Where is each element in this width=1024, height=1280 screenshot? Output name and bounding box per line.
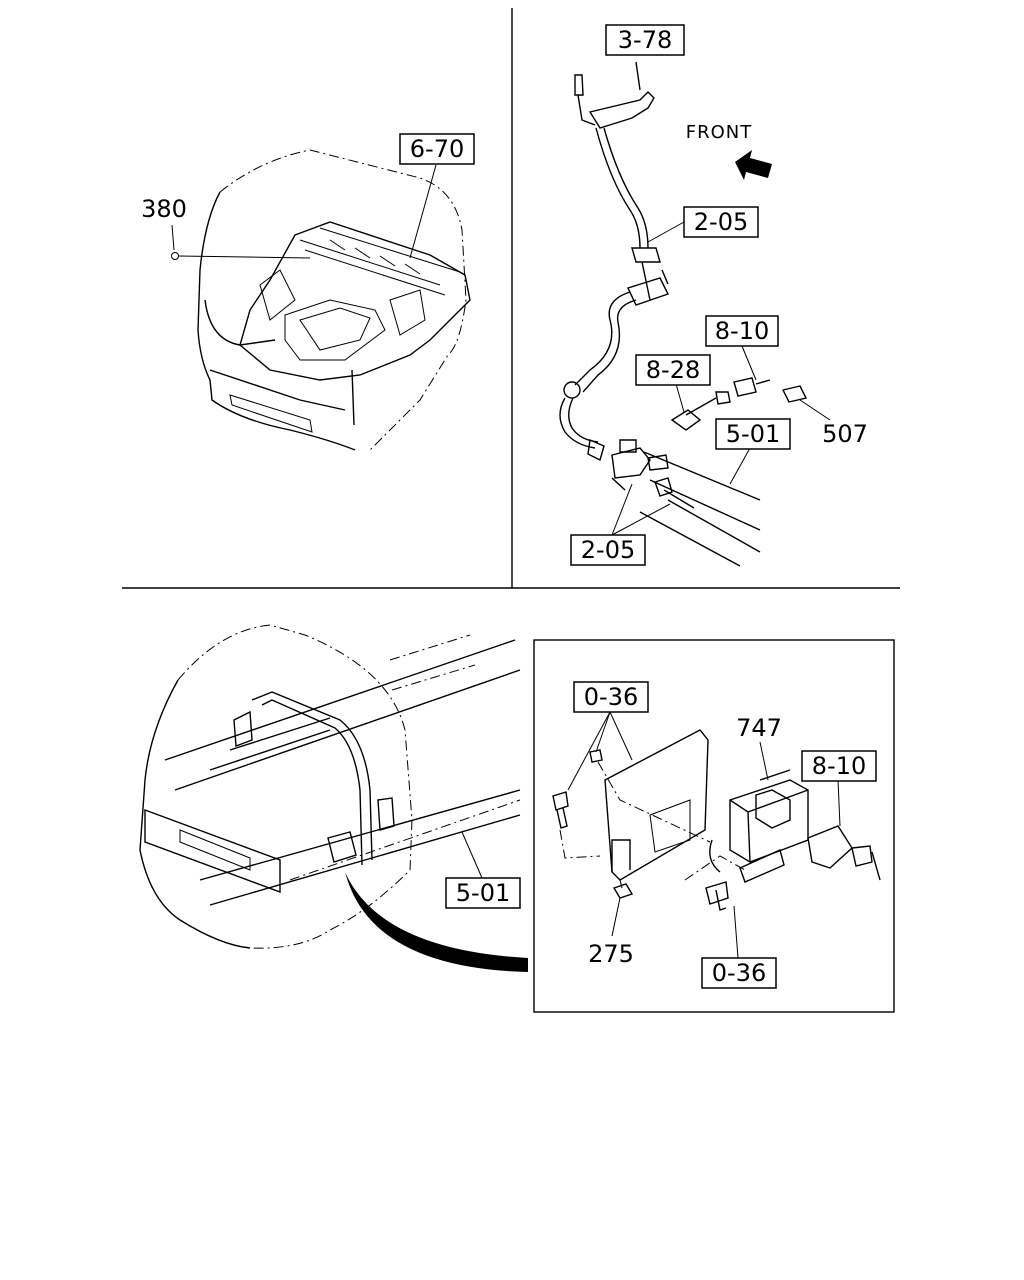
callout-747: 747 [736, 714, 782, 742]
callout-0-36-upper: 0-36 [584, 683, 638, 711]
callout-2-05-upper: 2-05 [694, 208, 748, 236]
callout-8-10-lower: 8-10 [812, 752, 866, 780]
callout-2-05-lower: 2-05 [581, 536, 635, 564]
callout-3-78: 3-78 [618, 26, 672, 54]
callout-5-01-upper: 5-01 [726, 420, 780, 448]
callout-5-01-lower: 5-01 [456, 879, 510, 907]
control-unit-illustration [552, 729, 881, 911]
callout-507: 507 [822, 420, 868, 448]
front-direction-label: FRONT [686, 122, 753, 143]
callout-8-28: 8-28 [646, 356, 700, 384]
callout-275: 275 [588, 940, 634, 968]
callout-8-10-upper: 8-10 [715, 317, 769, 345]
panel-dividers [122, 8, 900, 1013]
cab-floor-illustration [197, 149, 471, 451]
callout-0-36-lower: 0-36 [712, 959, 766, 987]
cab-frame-illustration [139, 624, 528, 972]
callout-6-70: 6-70 [410, 135, 464, 163]
hose-assembly-illustration [559, 61, 808, 567]
callout-380: 380 [141, 195, 187, 223]
